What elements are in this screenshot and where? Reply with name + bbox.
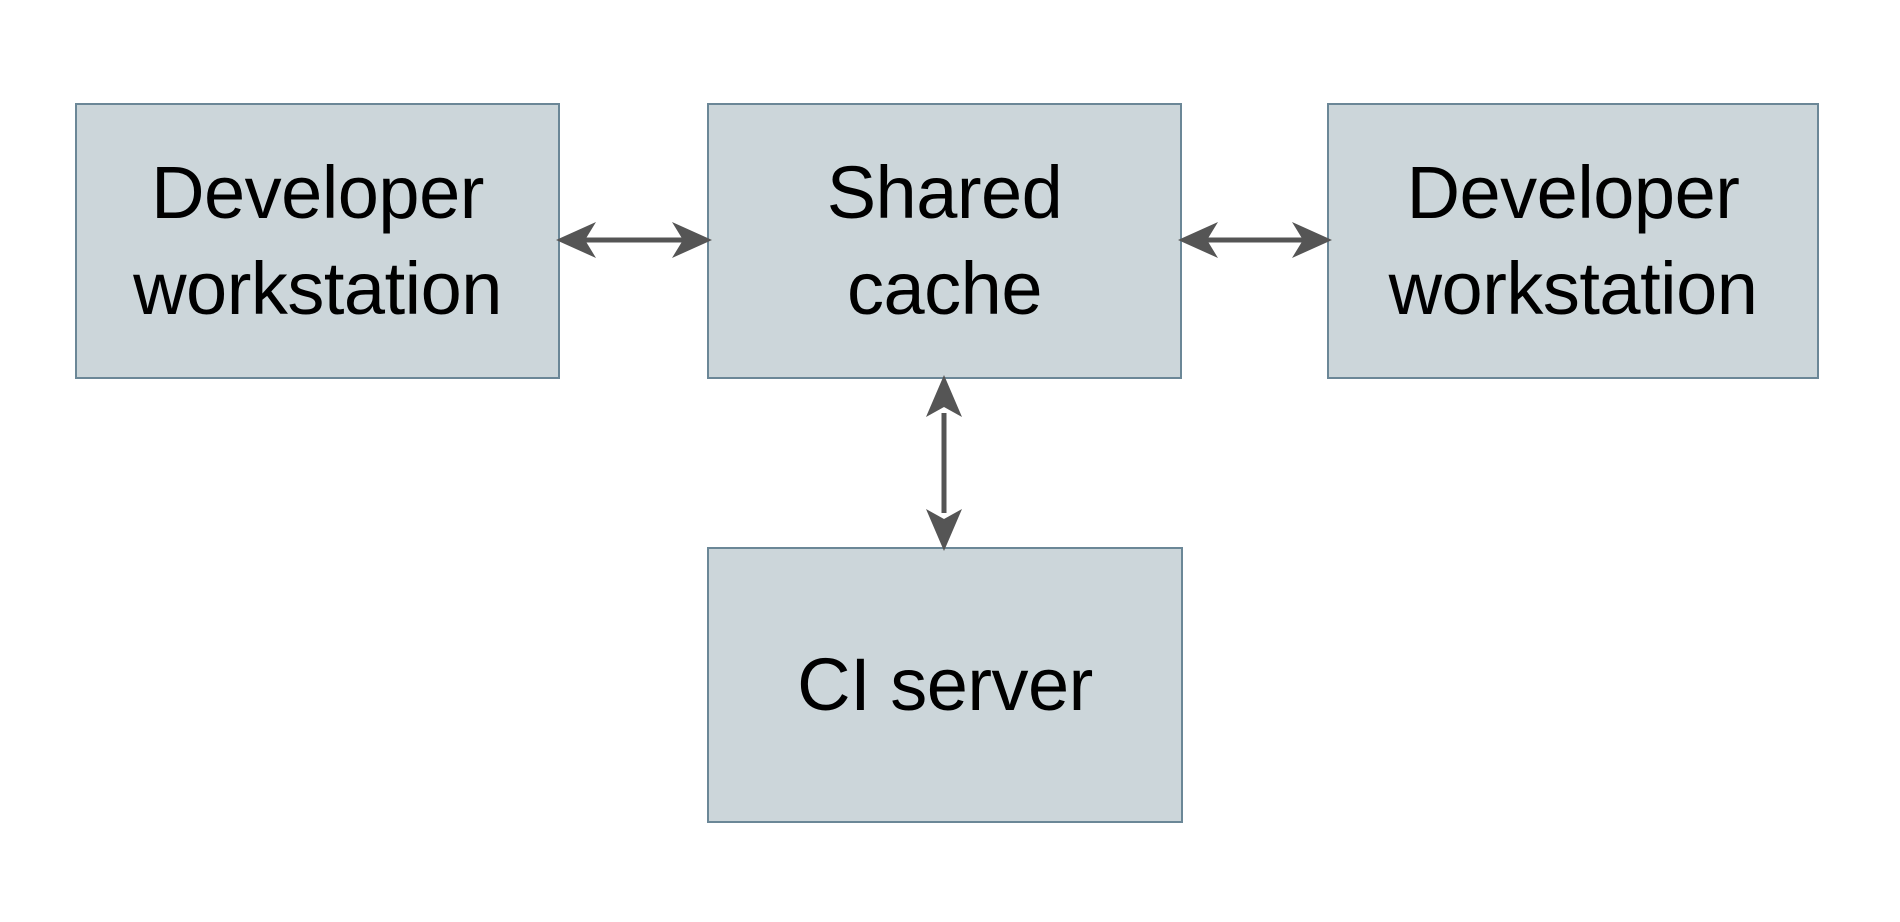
edge-developer-left-to-shared-cache[interactable] <box>556 215 712 265</box>
node-label: Shared cache <box>826 151 1063 330</box>
node-label: Developer workstation <box>133 151 502 330</box>
node-shared-cache[interactable]: Shared cache <box>707 103 1182 379</box>
node-label: CI server <box>797 643 1093 726</box>
node-ci-server[interactable]: CI server <box>707 547 1183 823</box>
node-developer-workstation-left[interactable]: Developer workstation <box>75 103 560 379</box>
edge-shared-cache-to-developer-right[interactable] <box>1178 215 1332 265</box>
node-developer-workstation-right[interactable]: Developer workstation <box>1327 103 1819 379</box>
double-headed-arrow-icon <box>556 222 712 258</box>
double-headed-arrow-icon <box>1178 222 1332 258</box>
node-label: Developer workstation <box>1388 151 1758 330</box>
double-headed-arrow-icon <box>926 375 962 551</box>
edge-shared-cache-to-ci-server[interactable] <box>918 375 970 551</box>
